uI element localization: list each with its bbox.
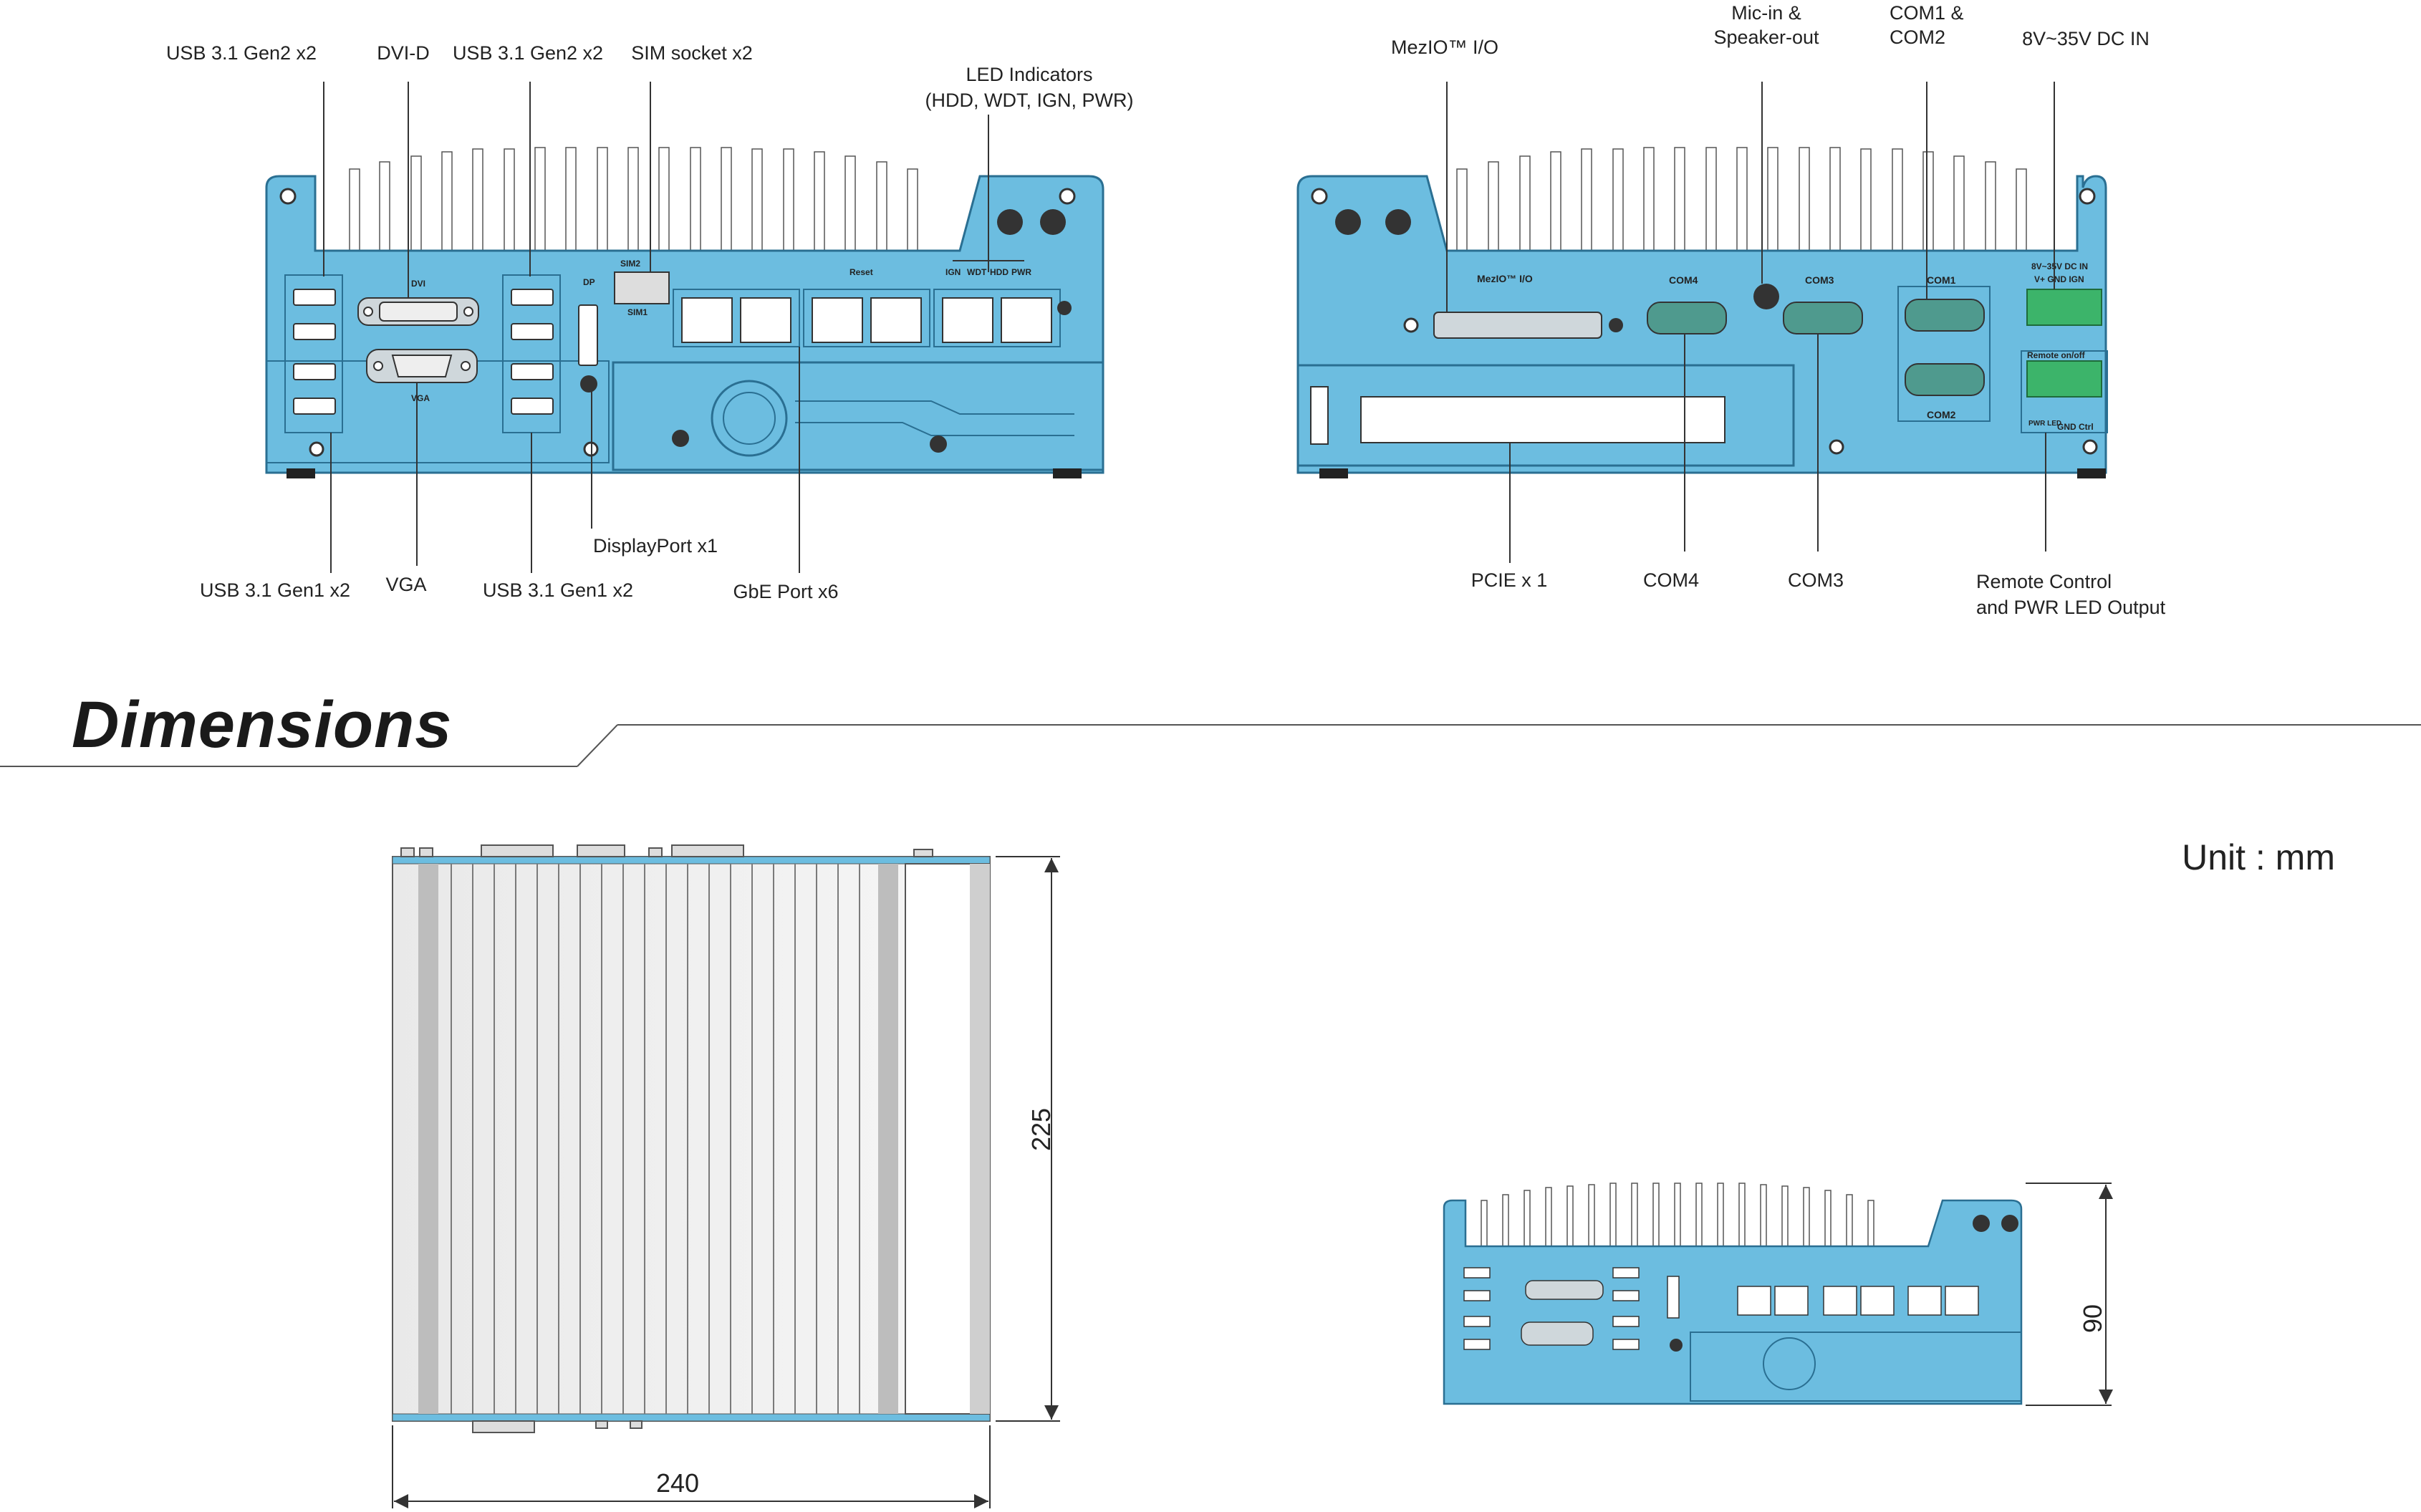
panel-text-dcin-pins: V+ GND IGN — [2034, 274, 2084, 284]
section-title-dimensions: Dimensions — [72, 688, 453, 761]
rear-leader-lines — [1446, 82, 2055, 563]
panel-text-sim2: SIM2 — [620, 259, 640, 269]
callout-usb31-gen2-mid: USB 3.1 Gen2 x2 — [452, 42, 604, 64]
callout-mic-in: Mic-in & — [1731, 2, 1801, 24]
panel-text-dvi: DVI — [411, 279, 425, 289]
front-panel: DVI VGA DP SIM2 SIM1 Reset IGN WDT HDD P… — [265, 82, 1104, 573]
callout-displayport: DisplayPort x1 — [592, 535, 718, 557]
panel-text-pwr: PWR — [1011, 267, 1031, 277]
panel-text-dp: DP — [583, 277, 595, 287]
callout-vga: VGA — [385, 574, 427, 595]
panel-text-mezio: MezIO™ I/O — [1477, 273, 1533, 284]
callout-dvi-d: DVI-D — [377, 42, 430, 64]
front-heatsink-fins — [349, 147, 918, 251]
panel-text-sim1: SIM1 — [627, 307, 648, 317]
mezio-connector — [1433, 312, 1602, 339]
panel-text-gnd-ctrl: GND Ctrl — [2057, 422, 2094, 432]
panel-text-remote: Remote on/off — [2027, 350, 2086, 360]
callout-dc-in: 8V~35V DC IN — [2022, 28, 2150, 49]
com-ports — [1647, 299, 1985, 396]
panel-text-wdt: WDT — [967, 267, 987, 277]
callout-usb31-gen2-left: USB 3.1 Gen2 x2 — [165, 42, 317, 64]
panel-text-vga: VGA — [411, 393, 430, 403]
dvi-port — [357, 297, 479, 326]
callout-led-indicators-list: (HDD, WDT, IGN, PWR) — [925, 90, 1134, 111]
panel-text-reset: Reset — [849, 267, 873, 277]
callout-sim-socket: SIM socket x2 — [631, 42, 753, 64]
panel-text-com3: COM3 — [1805, 274, 1834, 286]
sim-socket — [614, 271, 670, 304]
dimension-width-label: 240 — [656, 1468, 700, 1498]
displayport — [578, 304, 598, 366]
panel-text-dcin: 8V~35V DC IN — [2031, 261, 2088, 271]
callout-usb31-gen1-left: USB 3.1 Gen1 x2 — [199, 579, 351, 601]
panel-text-com2: COM2 — [1927, 409, 1956, 420]
panel-text-hdd: HDD — [990, 267, 1009, 277]
top-view — [392, 844, 1060, 1508]
panel-text-ign: IGN — [945, 267, 961, 277]
section-divider — [0, 724, 2421, 767]
callout-com1-com2: COM1 & — [1890, 2, 1964, 24]
terminal-blocks — [2021, 289, 2108, 433]
gbe-ports — [673, 289, 1061, 347]
panel-text-pwr-led: PWR LED — [2028, 420, 2061, 428]
callout-speaker-out: Speaker-out — [1713, 27, 1819, 48]
rear-panel: MezIO™ I/O COM4 COM3 COM1 COM2 8V~35V DC… — [1296, 82, 2108, 563]
callout-usb31-gen1-mid: USB 3.1 Gen1 x2 — [482, 579, 634, 601]
usb-ports-front-mid — [502, 274, 561, 433]
small-front-view — [1443, 1183, 2113, 1406]
callout-mezio: MezIO™ I/O — [1390, 37, 1499, 58]
callout-led-indicators: LED Indicators — [966, 64, 1093, 85]
callout-com3: COM3 — [1787, 569, 1844, 591]
vga-port — [366, 349, 478, 383]
callout-remote-control: Remote Control — [1976, 571, 2112, 592]
rear-heatsink-fins — [1456, 147, 2027, 251]
callout-pcie: PCIE x 1 — [1471, 569, 1548, 591]
front-leader-lines — [323, 82, 1024, 573]
callout-pwr-led-output: and PWR LED Output — [1976, 597, 2166, 618]
callout-com2: COM2 — [1890, 27, 1946, 48]
panel-text-com1: COM1 — [1927, 274, 1956, 286]
unit-label: Unit : mm — [2182, 837, 2335, 877]
usb-ports-front-left — [284, 274, 343, 433]
audio-jack — [1753, 284, 1779, 309]
callout-com4: COM4 — [1642, 569, 1700, 591]
panel-text-com4: COM4 — [1669, 274, 1698, 286]
callout-gbe: GbE Port x6 — [733, 581, 839, 602]
